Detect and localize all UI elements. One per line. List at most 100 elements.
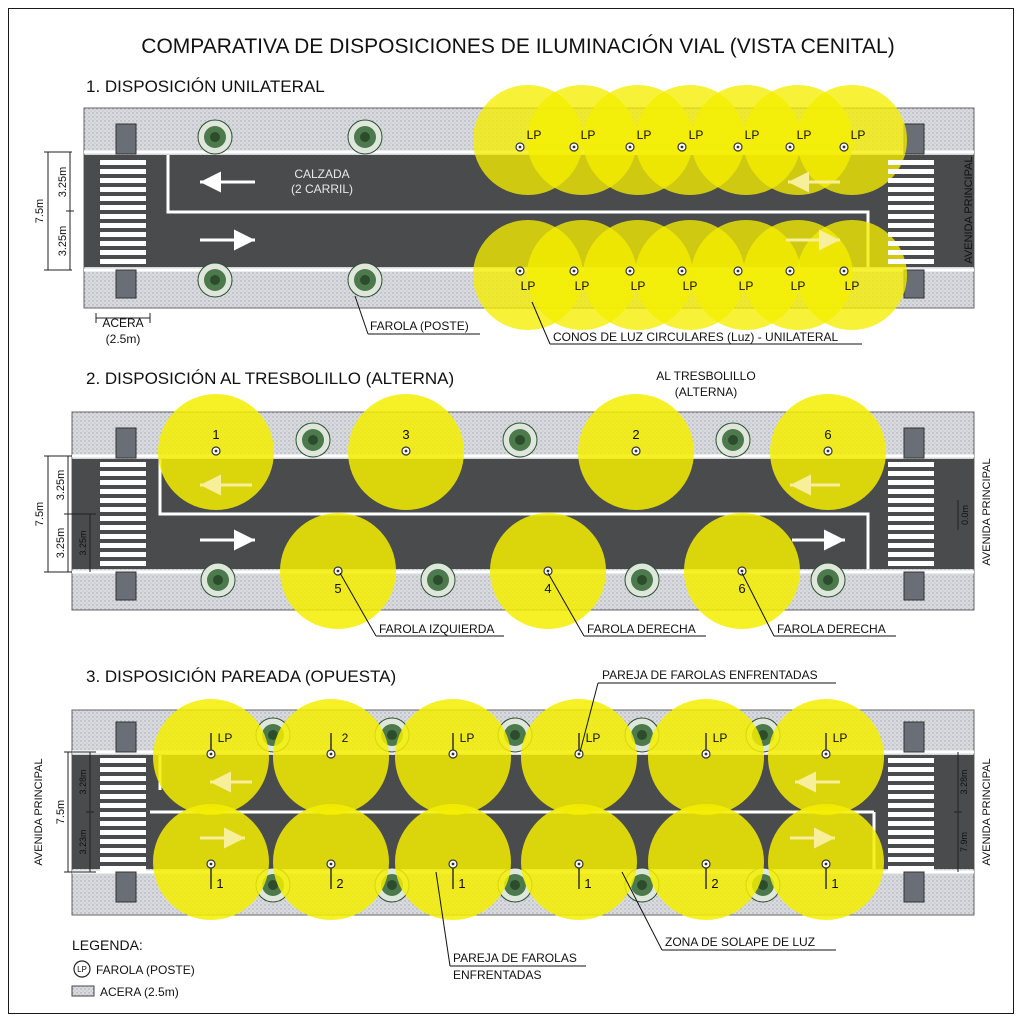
tree bbox=[347, 262, 383, 298]
section-3-dimensions: AVENIDA PRINCIPAL 7.5m 3.28m 3.23m 3.28m… bbox=[33, 751, 993, 873]
tree bbox=[420, 562, 456, 598]
sidewalk-width-label: ACERA bbox=[102, 316, 143, 330]
lamp-number: 2 bbox=[336, 876, 343, 891]
lamp-number: 1 bbox=[212, 427, 219, 442]
lamp-number: 1 bbox=[584, 876, 591, 891]
crosswalk-s3-left bbox=[100, 758, 146, 871]
dim-lane-top: 3.28m bbox=[78, 769, 88, 794]
avenue-label: AVENIDA PRINCIPAL bbox=[981, 458, 993, 565]
lamp-number: 2 bbox=[711, 876, 718, 891]
lamp-label: LP bbox=[631, 279, 646, 293]
lamp-label: LP bbox=[739, 279, 754, 293]
tree bbox=[200, 562, 236, 598]
dim-right: 0.0m bbox=[960, 505, 970, 525]
tree bbox=[715, 422, 751, 458]
callout-pair-bottom-line1: PAREJA DE FAROLAS bbox=[453, 951, 577, 965]
dim-right-top: 3.28m bbox=[959, 769, 969, 794]
callout-farola-derecha-2: FAROLA DERECHA bbox=[777, 622, 886, 636]
lamp-number: 1 bbox=[216, 876, 223, 891]
tree bbox=[502, 422, 538, 458]
road-label-line2: (2 CARRIL) bbox=[291, 182, 353, 196]
avenue-label-right: AVENIDA PRINCIPAL bbox=[981, 758, 993, 865]
section-2-heading: 2. DISPOSICIÓN AL TRESBOLILLO (ALTERNA) bbox=[86, 369, 454, 388]
lamp-number: 1 bbox=[831, 876, 838, 891]
lamp-label: LP bbox=[575, 279, 590, 293]
lamp-label: LP bbox=[581, 128, 596, 142]
dim-lane-bottom: 3.25m bbox=[55, 528, 67, 559]
section-1-callouts: FAROLA (POSTE) CONOS DE LUZ CIRCULARES (… bbox=[354, 295, 862, 345]
legend-pole-label: FAROLA (POSTE) bbox=[96, 963, 195, 977]
section-1-dimensions: 7.5m 3.25m 3.25m AVENIDA PRINCIPAL ACERA… bbox=[34, 151, 975, 346]
lamp-number: 6 bbox=[824, 427, 831, 442]
sidewalk-width-value: (2.5m) bbox=[106, 332, 141, 346]
pole-legend-symbol: LP bbox=[77, 965, 87, 974]
callout-farola-izquierda: FAROLA IZQUIERDA bbox=[379, 622, 494, 636]
lamp-label: LP bbox=[218, 731, 233, 745]
lamp-label: LP bbox=[521, 279, 536, 293]
sidewalk-legend-swatch bbox=[71, 985, 95, 997]
dim-lane-top: 3.25m bbox=[57, 167, 69, 198]
dim-right-bottom: 7.9m bbox=[959, 832, 969, 852]
lamp-number: 3 bbox=[402, 427, 409, 442]
legend-sidewalk-label: ACERA (2.5m) bbox=[100, 985, 179, 999]
pole-legend-icon bbox=[73, 960, 91, 978]
lamp-number: 6 bbox=[738, 581, 745, 596]
legend-title: LEGENDA: bbox=[72, 937, 143, 953]
crosswalk-s1-right bbox=[888, 160, 934, 264]
road-label-line1: CALZADA bbox=[294, 167, 349, 181]
lamp-label: LP bbox=[845, 279, 860, 293]
lamp-label: LP bbox=[527, 128, 542, 142]
section-3-callouts: PAREJA DE FAROLAS ENFRENTADAS PAREJA DE … bbox=[435, 668, 836, 982]
lamp-number: 1 bbox=[458, 876, 465, 891]
lamp-number: 2 bbox=[632, 427, 639, 442]
lamp-label: LP bbox=[851, 128, 866, 142]
dim-total: 7.5m bbox=[34, 502, 46, 526]
section-1-heading: 1. DISPOSICIÓN UNILATERAL bbox=[86, 77, 325, 96]
lamp-label: 2 bbox=[342, 731, 349, 745]
lamp-label: LP bbox=[745, 128, 760, 142]
note-line1: AL TRESBOLILLO bbox=[656, 369, 755, 383]
lamp-label: LP bbox=[791, 279, 806, 293]
main-title: COMPARATIVA DE DISPOSICIONES DE ILUMINAC… bbox=[141, 35, 894, 58]
lamp-label: LP bbox=[683, 279, 698, 293]
note-line2: (ALTERNA) bbox=[675, 385, 737, 399]
lamp-label: LP bbox=[689, 128, 704, 142]
section-1-light-cones bbox=[473, 85, 907, 330]
tree bbox=[295, 422, 331, 458]
avenue-label-left: AVENIDA PRINCIPAL bbox=[33, 758, 45, 865]
callout-pole: FAROLA (POSTE) bbox=[370, 319, 469, 333]
legend: LEGENDA: LP FAROLA (POSTE) ACERA (2.5m) bbox=[71, 937, 195, 999]
dim-lane-bottom: 3.25m bbox=[57, 226, 69, 257]
section-2-trees bbox=[200, 422, 846, 598]
light-cone bbox=[797, 85, 907, 195]
section-2-dimensions: 7.5m 3.25m 3.25m 3.25m 0.0m AVENIDA PRIN… bbox=[34, 455, 993, 573]
tree bbox=[197, 119, 233, 155]
dim-total: 7.5m bbox=[55, 800, 67, 824]
avenue-label: AVENIDA PRINCIPAL bbox=[963, 156, 975, 263]
section-3-heading: 3. DISPOSICIÓN PAREADA (OPUESTA) bbox=[86, 667, 396, 686]
lamp-label: LP bbox=[460, 731, 475, 745]
tree bbox=[810, 562, 846, 598]
dim-lane-top: 3.25m bbox=[55, 470, 67, 501]
crosswalk-s3-right bbox=[888, 758, 934, 871]
callout-farola-derecha-1: FAROLA DERECHA bbox=[587, 622, 696, 636]
crosswalk-s2-left bbox=[100, 462, 146, 566]
crosswalk-s2-right bbox=[888, 462, 934, 566]
lamp-label: LP bbox=[637, 128, 652, 142]
lamp-label: LP bbox=[713, 731, 728, 745]
callout-cones: CONOS DE LUZ CIRCULARES (Luz) - UNILATER… bbox=[553, 330, 838, 344]
tree bbox=[197, 262, 233, 298]
lamp-label: LP bbox=[586, 731, 601, 745]
section-3-light-cones: LP 1 2 2 LP 1 LP 1 LP 2 LP 1 bbox=[153, 699, 884, 920]
lamp-number: 4 bbox=[544, 581, 551, 596]
callout-pair-top: PAREJA DE FAROLAS ENFRENTADAS bbox=[602, 668, 818, 682]
crosswalk-s1-left bbox=[100, 160, 146, 264]
lamp-label: LP bbox=[833, 731, 848, 745]
section-2-callouts: FAROLA IZQUIERDA FAROLA DERECHA FAROLA D… bbox=[339, 572, 896, 637]
tree bbox=[347, 119, 383, 155]
callout-overlap: ZONA DE SOLAPE DE LUZ bbox=[665, 935, 815, 949]
tree bbox=[624, 562, 660, 598]
